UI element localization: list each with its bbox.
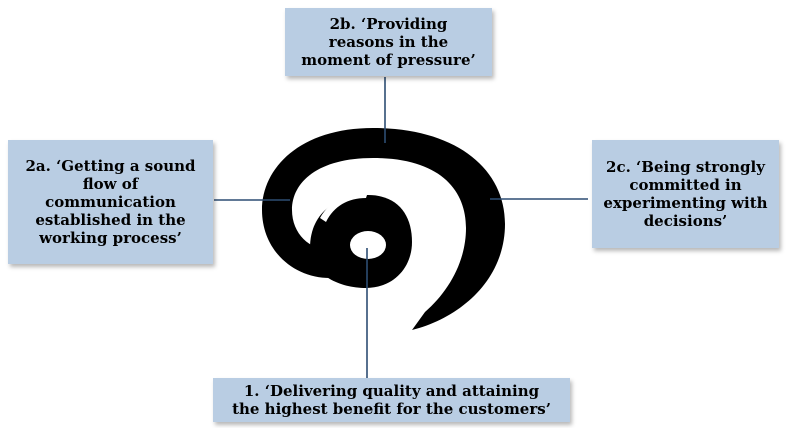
node-2b-text: 2b. ‘Providing reasons in the moment of … xyxy=(301,15,476,69)
spiral-symbol xyxy=(262,128,505,330)
node-2a-box: 2a. ‘Getting a sound flow of communicati… xyxy=(8,140,213,264)
node-2c-box: 2c. ‘Being strongly committed in experim… xyxy=(592,140,779,248)
node-2b-box: 2b. ‘Providing reasons in the moment of … xyxy=(285,8,492,76)
node-1-box: 1. ‘Delivering quality and attaining the… xyxy=(213,378,570,422)
spiral-hole xyxy=(350,231,386,259)
spiral-gap xyxy=(320,192,368,222)
node-2a-text: 2a. ‘Getting a sound flow of communicati… xyxy=(25,157,196,247)
node-1-text: 1. ‘Delivering quality and attaining the… xyxy=(232,382,551,418)
node-2c-text: 2c. ‘Being strongly committed in experim… xyxy=(603,158,768,230)
